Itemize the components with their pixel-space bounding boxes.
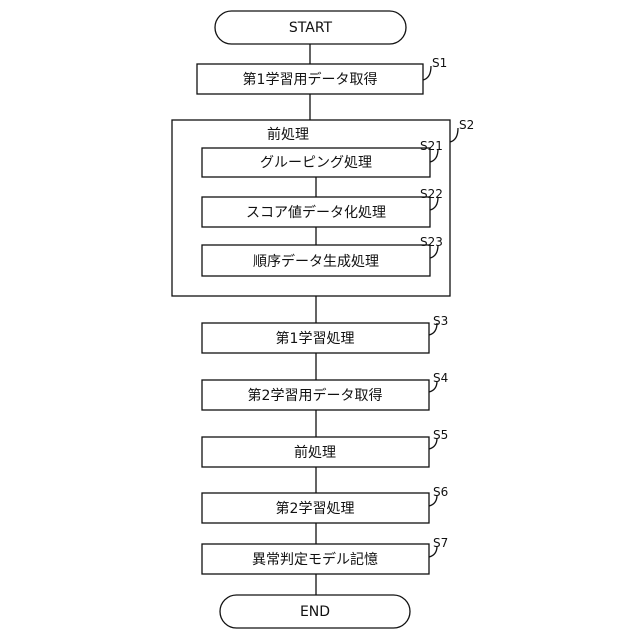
start-label: START — [289, 20, 333, 36]
end-label: END — [300, 604, 330, 620]
step-s7-label: 異常判定モデル記憶 — [252, 551, 378, 568]
step-s21-tag: S21 — [420, 139, 443, 153]
step-s4-tag: S4 — [433, 371, 448, 385]
step-s1-tag: S1 — [432, 56, 447, 70]
step-s4-label: 第2学習用データ取得 — [248, 387, 383, 404]
step-s2-label: 前処理 — [267, 126, 309, 143]
step-s3-tag: S3 — [433, 314, 448, 328]
step-s5-tag: S5 — [433, 428, 448, 442]
step-s3-label: 第1学習処理 — [276, 330, 355, 347]
step-s6-tag: S6 — [433, 485, 448, 499]
step-s21-label: グルーピング処理 — [260, 155, 372, 171]
step-s5-label: 前処理 — [294, 444, 336, 461]
step-s1-label: 第1学習用データ取得 — [243, 71, 378, 88]
step-s6-label: 第2学習処理 — [276, 500, 355, 517]
step-s23-tag: S23 — [420, 235, 443, 249]
tag-leader — [450, 128, 458, 142]
step-s22-label: スコア値データ化処理 — [246, 204, 386, 221]
step-s7-tag: S7 — [433, 536, 448, 550]
step-s2-tag: S2 — [459, 118, 474, 132]
tag-leader — [423, 66, 431, 80]
step-s22-tag: S22 — [420, 187, 443, 201]
step-s23-label: 順序データ生成処理 — [253, 253, 379, 270]
